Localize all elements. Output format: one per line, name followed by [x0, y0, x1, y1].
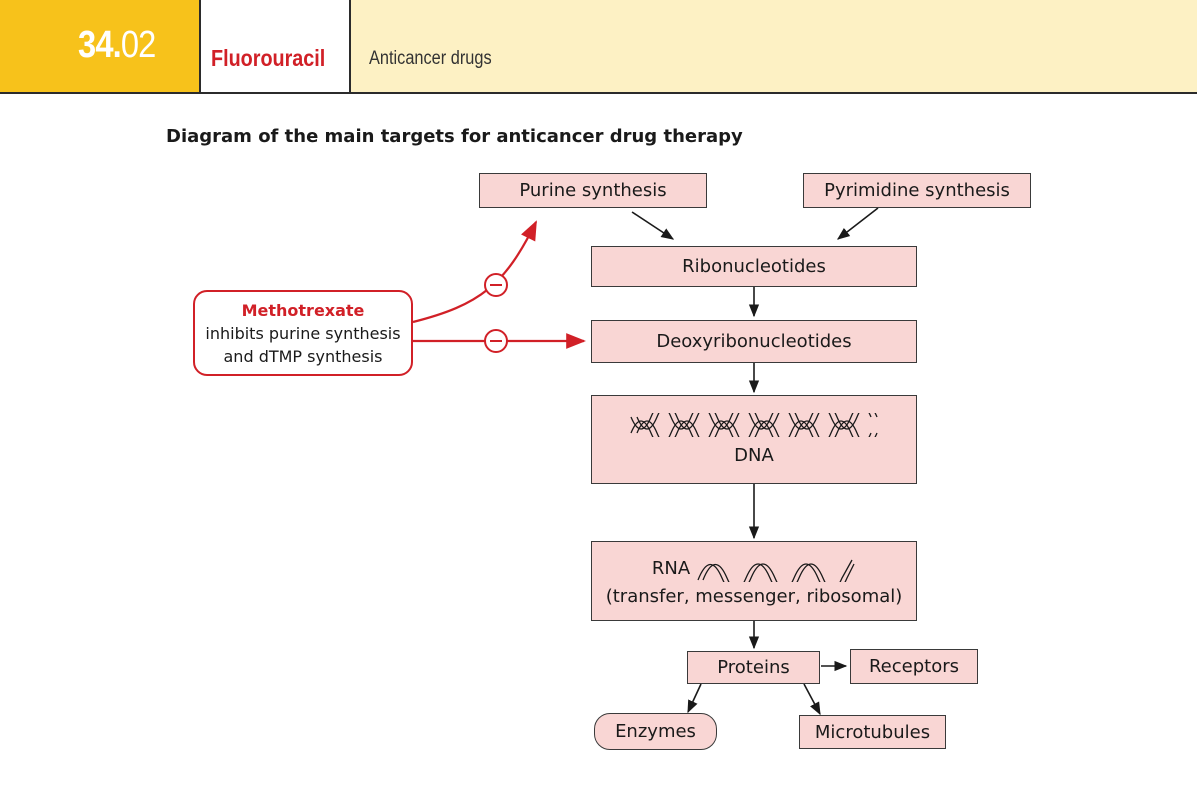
arrow-pyrimidine-to-ribonucleotides	[836, 207, 879, 240]
node-label: Pyrimidine synthesis	[824, 180, 1010, 201]
node-dna: DNA	[591, 395, 917, 484]
page-subtitle: Anticancer drugs	[369, 48, 492, 69]
node-label: Proteins	[717, 657, 790, 678]
drug-callout-methotrexate: Methotrexate inhibits purine synthesis a…	[193, 290, 413, 376]
rna-strand-icon	[697, 559, 855, 582]
node-purine-synthesis: Purine synthesis	[479, 173, 707, 208]
node-label: Purine synthesis	[519, 180, 667, 201]
inhibition-symbol-deoxyribo	[484, 329, 508, 353]
node-receptors: Receptors	[850, 649, 978, 684]
node-label: Deoxyribonucleotides	[656, 331, 852, 352]
node-label: DNA	[734, 445, 774, 466]
node-label: Enzymes	[615, 721, 696, 742]
node-pyrimidine-synthesis: Pyrimidine synthesis	[803, 173, 1031, 208]
node-rna: RNA (transfer, messenger, ribosomal)	[591, 541, 917, 621]
node-label: Ribonucleotides	[682, 256, 826, 277]
inhibit-arrow-purine	[412, 220, 537, 324]
arrow-proteins-to-microtubules	[803, 683, 821, 716]
inhibition-symbol-purine	[484, 273, 508, 297]
chapter-number-block: 34.02	[0, 0, 199, 92]
arrow-purine-to-ribonucleotides	[631, 211, 675, 240]
node-deoxyribonucleotides: Deoxyribonucleotides	[591, 320, 917, 363]
drug-name: Methotrexate	[241, 300, 365, 320]
header-subtitle-block: Anticancer drugs	[351, 0, 1197, 92]
node-label: Microtubules	[814, 721, 931, 743]
rna-types-label: (transfer, messenger, ribosomal)	[605, 585, 903, 607]
header-title-block: Fluorouracil	[199, 0, 351, 92]
drug-action-line-1: inhibits purine synthesis	[205, 323, 401, 343]
page-header: 34.02 Fluorouracil Anticancer drugs	[0, 0, 1197, 94]
node-microtubules: Microtubules	[799, 715, 946, 749]
page-title: Fluorouracil	[211, 45, 326, 71]
node-label: Receptors	[868, 656, 960, 677]
diagram-title: Diagram of the main targets for anticanc…	[166, 126, 743, 147]
chapter-number: 34.02	[78, 24, 156, 66]
node-label: RNA	[651, 558, 691, 579]
arrow-proteins-to-enzymes	[687, 683, 702, 714]
node-ribonucleotides: Ribonucleotides	[591, 246, 917, 287]
drug-action-line-2: and dTMP synthesis	[223, 346, 383, 366]
node-proteins: Proteins	[687, 651, 820, 684]
header-divider	[0, 92, 1197, 94]
node-enzymes: Enzymes	[594, 713, 717, 750]
rna-row: RNA	[652, 556, 856, 582]
dna-helix-icon	[630, 413, 878, 437]
